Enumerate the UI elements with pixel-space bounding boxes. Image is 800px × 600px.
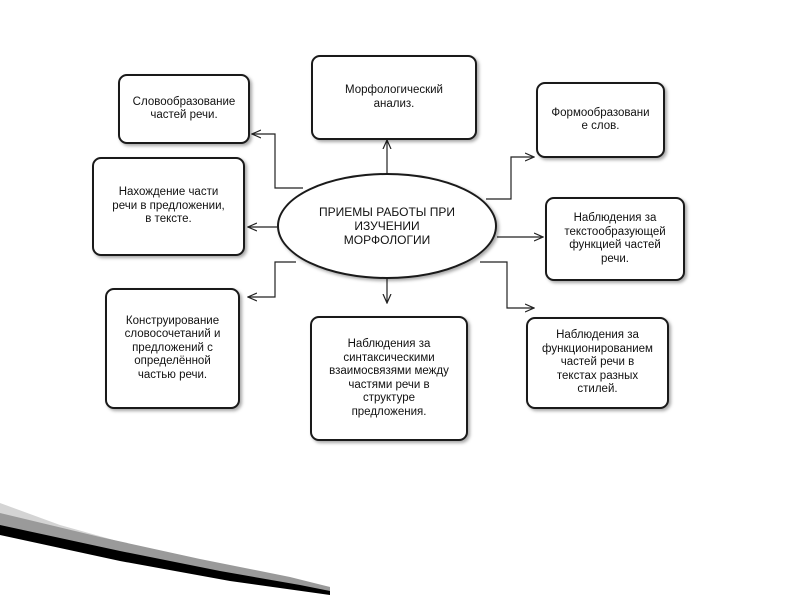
node-finding-parts-of-speech: Нахождение части речи в предложении, в т… — [92, 157, 245, 256]
node-form-formation: Формообразовани е слов. — [536, 82, 665, 158]
node-text-forming-function: Наблюдения за текстообразующей функцией … — [545, 197, 685, 281]
node-word-formation: Словообразование частей речи. — [118, 74, 250, 144]
central-node: ПРИЕМЫ РАБОТЫ ПРИ ИЗУЧЕНИИ МОРФОЛОГИИ — [277, 173, 497, 279]
connector-functioning — [480, 262, 534, 308]
decorative-swoosh — [0, 495, 420, 600]
node-syntactic-relations: Наблюдения за синтаксическими взаимосвяз… — [310, 316, 468, 441]
node-constructing-phrases: Конструирование словосочетаний и предлож… — [105, 288, 240, 409]
node-morphological-analysis: Морфологический анализ. — [311, 55, 477, 140]
connector-form-formation — [486, 157, 534, 199]
connector-word-formation — [252, 134, 303, 188]
connector-constructing — [248, 262, 296, 297]
node-functioning-in-styles: Наблюдения за функционированием частей р… — [526, 317, 669, 409]
